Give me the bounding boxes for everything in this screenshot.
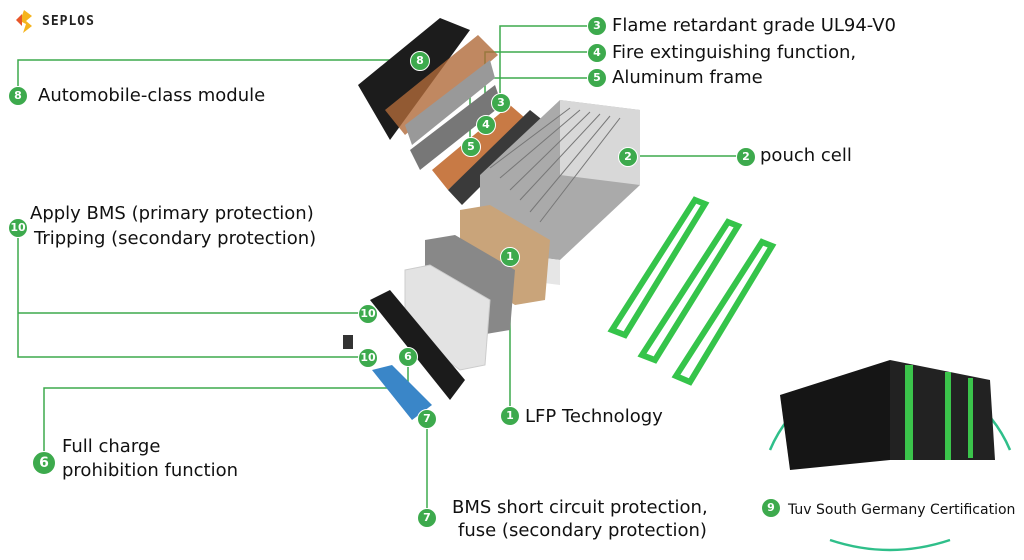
- label-bms-short-circuit: BMS short circuit protection,: [452, 497, 708, 518]
- badge-10-marker-b: 10: [358, 348, 378, 368]
- badge-2: 2: [736, 147, 756, 167]
- label-automobile-class-module: Automobile-class module: [38, 85, 266, 106]
- badge-3-marker: 3: [491, 93, 511, 113]
- badge-10-marker-a: 10: [358, 304, 378, 324]
- badge-2-marker: 2: [618, 147, 638, 167]
- badge-7-marker: 7: [417, 409, 437, 429]
- label-tripping: Tripping (secondary protection): [34, 228, 317, 249]
- bms-board-image: [343, 290, 465, 420]
- label-tuv-certification: Tuv South Germany Certification: [788, 502, 1016, 518]
- label-fuse: fuse (secondary protection): [458, 520, 707, 541]
- badge-9: 9: [761, 498, 781, 518]
- label-apply-bms: Apply BMS (primary protection): [30, 203, 314, 224]
- label-flame-retardant: Flame retardant grade UL94-V0: [612, 15, 897, 36]
- badge-10: 10: [8, 218, 28, 238]
- badge-5-marker: 5: [461, 137, 481, 157]
- label-pouch-cell: pouch cell: [760, 145, 852, 166]
- badge-4-marker: 4: [476, 115, 496, 135]
- badge-7: 7: [417, 508, 437, 528]
- badge-6: 6: [32, 451, 56, 475]
- badge-6-marker: 6: [398, 347, 418, 367]
- certification-circle: [768, 360, 1012, 552]
- module-cover-image: [358, 18, 502, 170]
- logo-icon: [16, 10, 32, 33]
- green-seals-image: [607, 196, 777, 386]
- seplos-logo: SEPLOS: [14, 8, 95, 34]
- label-fire-extinguishing: Fire extinguishing function,: [612, 42, 857, 63]
- label-lfp-technology: LFP Technology: [525, 406, 663, 427]
- label-full-charge: Full charge: [62, 436, 161, 457]
- badge-8: 8: [8, 86, 28, 106]
- badge-5: 5: [587, 68, 607, 88]
- badge-4: 4: [587, 43, 607, 63]
- badge-1: 1: [500, 406, 520, 426]
- label-aluminum-frame: Aluminum frame: [612, 67, 763, 88]
- badge-3: 3: [587, 16, 607, 36]
- label-prohibition-function: prohibition function: [62, 460, 239, 481]
- badge-8-marker: 8: [410, 51, 430, 71]
- logo-text: SEPLOS: [42, 13, 95, 29]
- badge-1-marker: 1: [500, 247, 520, 267]
